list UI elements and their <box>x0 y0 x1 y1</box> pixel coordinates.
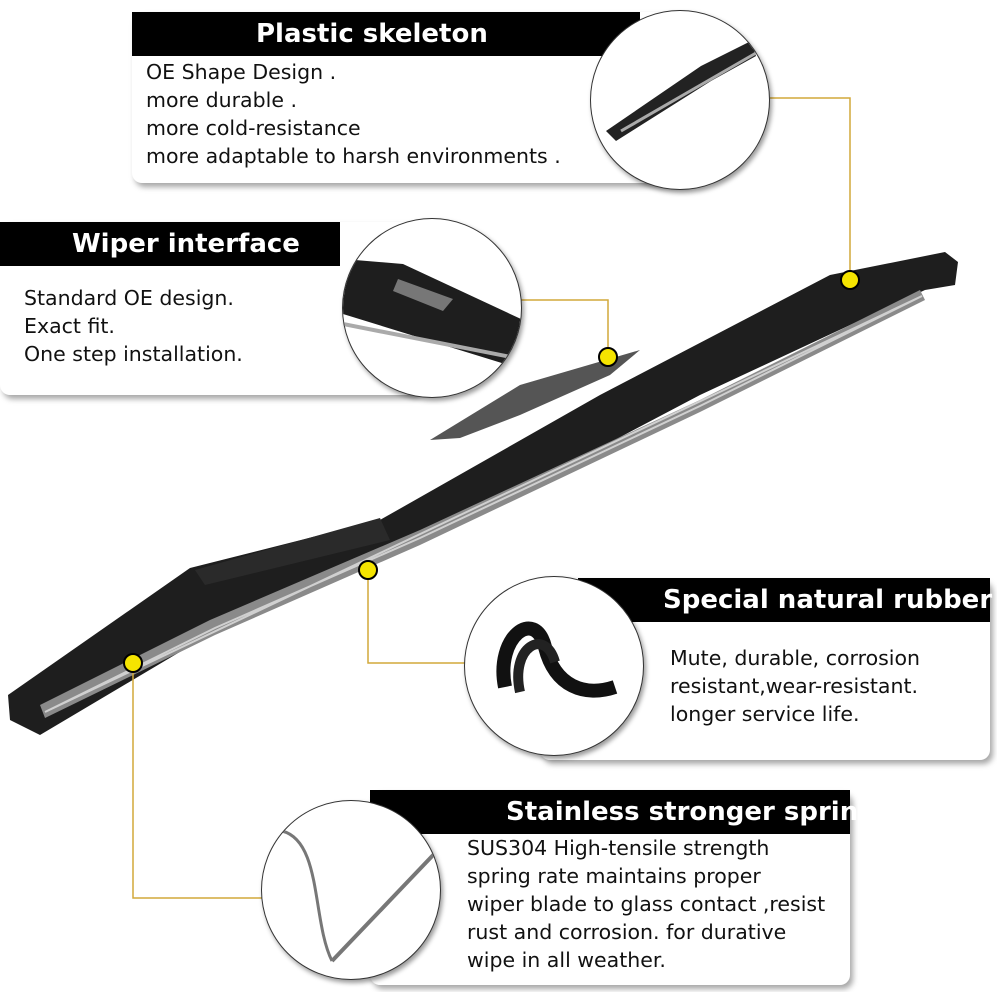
callout-text: Standard OE design. Exact fit. One step … <box>24 284 243 368</box>
callout-line: spring rate maintains proper <box>467 864 761 888</box>
callout-line: Standard OE design. <box>24 286 234 310</box>
callout-text: SUS304 High-tensile strength spring rate… <box>467 834 825 974</box>
callout-line: more cold-resistance <box>146 116 361 140</box>
callout-line: wiper blade to glass contact ,resist <box>467 892 826 916</box>
callout-line: One step installation. <box>24 342 243 366</box>
callout-line: wipe in all weather. <box>467 948 666 972</box>
callout-stainless-spring: Stainless stronger spring SUS304 High-te… <box>370 790 877 985</box>
callout-text: OE Shape Design . more durable . more co… <box>146 58 561 170</box>
callout-line: longer service life. <box>670 702 860 726</box>
callout-line: more adaptable to harsh environments . <box>146 144 561 168</box>
callout-text: Mute, durable, corrosion resistant,wear-… <box>670 644 920 728</box>
callout-line: SUS304 High-tensile strength <box>467 836 770 860</box>
highlight-dots <box>123 270 860 673</box>
detail-circle-rubber <box>464 576 644 756</box>
connector-lines <box>132 97 851 899</box>
callout-line: resistant,wear-resistant. <box>670 674 919 698</box>
callout-line: rust and corrosion. for durative <box>467 920 787 944</box>
callout-line: Exact fit. <box>24 314 115 338</box>
detail-circle-interface <box>342 218 522 398</box>
callout-title: Stainless stronger spring <box>370 790 877 834</box>
callout-title: Wiper interface <box>0 222 340 266</box>
callout-line: OE Shape Design . <box>146 60 337 84</box>
callout-title: Special natural rubber <box>578 578 992 622</box>
callout-line: Mute, durable, corrosion <box>670 646 921 670</box>
wiper-blade <box>8 252 958 735</box>
detail-circle-skeleton <box>590 10 770 190</box>
callout-line: more durable . <box>146 88 297 112</box>
callout-title: Plastic skeleton <box>132 12 640 56</box>
detail-circle-spring <box>261 800 441 980</box>
